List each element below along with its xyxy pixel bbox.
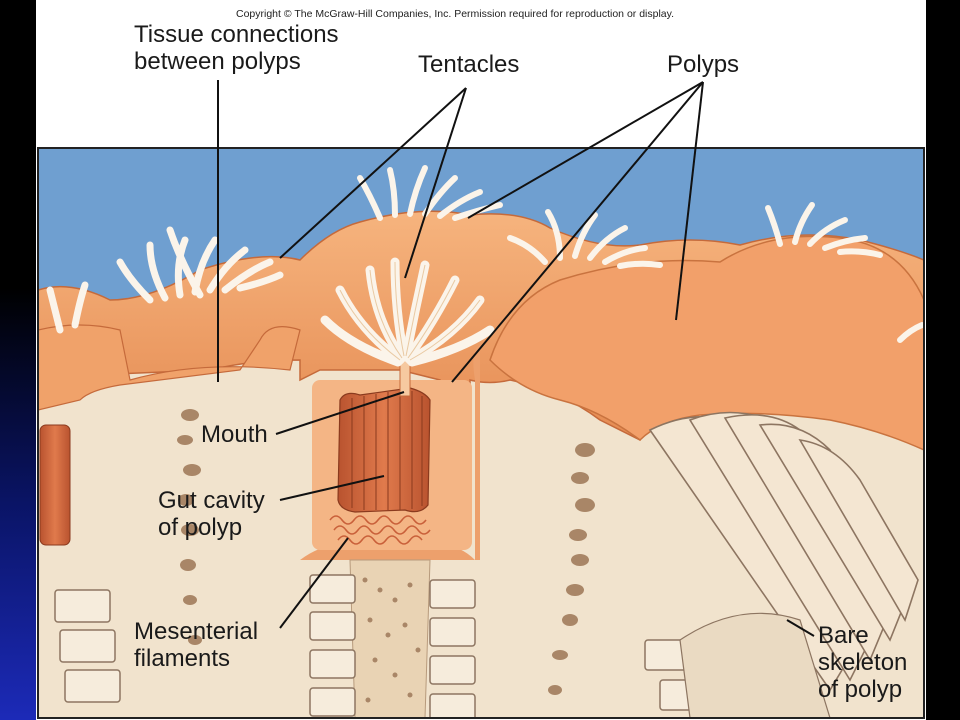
leader-tentacles-2 [404,87,467,279]
label-gut-cavity: Gut cavity of polyp [158,487,265,541]
label-mesenterial-filaments: Mesenterial filaments [134,618,258,672]
skeleton-spots [177,409,595,695]
leader-mouth [275,391,405,435]
label-gut-cavity-line-2: of polyp [158,514,243,541]
left-gut-section [39,424,71,546]
leader-gut-cavity [279,475,385,501]
leader-mesenterial [279,537,349,629]
leader-polyps-2 [451,81,704,383]
label-bare-skeleton-line-3: of polyp [818,676,903,703]
label-bare-skeleton-line-2: skeleton [818,649,908,676]
skeleton-plates [54,574,706,718]
copyright-notice: Copyright © The McGraw-Hill Companies, I… [236,8,675,20]
leader-polyps-3 [675,81,704,321]
label-mesenterial-line-2: filaments [134,645,231,672]
label-polyps: Polyps [667,51,740,78]
slide-side-bar [0,0,36,720]
label-mesenterial-line-1: Mesenterial [134,618,259,645]
skeleton-pores [362,577,421,703]
leader-polyps-1 [467,81,704,219]
label-tentacles: Tentacles [418,51,520,78]
central-skeleton-column [349,559,431,718]
label-bare-skeleton: Bare skeleton of polyp [818,622,907,703]
bare-skeleton-septa [648,411,919,692]
left-tissue-section [38,324,301,411]
label-tissue-connections: Tissue connections between polyps [134,21,339,75]
gut-folds [351,391,423,510]
label-gut-cavity-line-1: Gut cavity [158,487,265,514]
label-bare-skeleton-line-1: Bare [818,622,869,649]
mouth-opening [399,359,411,397]
leader-tentacles-1 [279,87,467,259]
bare-skeleton-base [679,612,831,718]
label-tissue-connections-line-2: between polyps [134,48,301,75]
label-mouth: Mouth [201,421,268,448]
tentacles-left-polyp [46,226,284,334]
mesenterial-filaments [329,515,431,545]
leader-bare-skeleton [786,619,815,637]
label-tissue-connections-line-1: Tissue connections [134,21,339,48]
tentacle-outlines [339,261,481,361]
tentacles-right-polyps [507,202,924,343]
leader-lines [217,80,815,637]
illustration-frame [37,147,925,719]
